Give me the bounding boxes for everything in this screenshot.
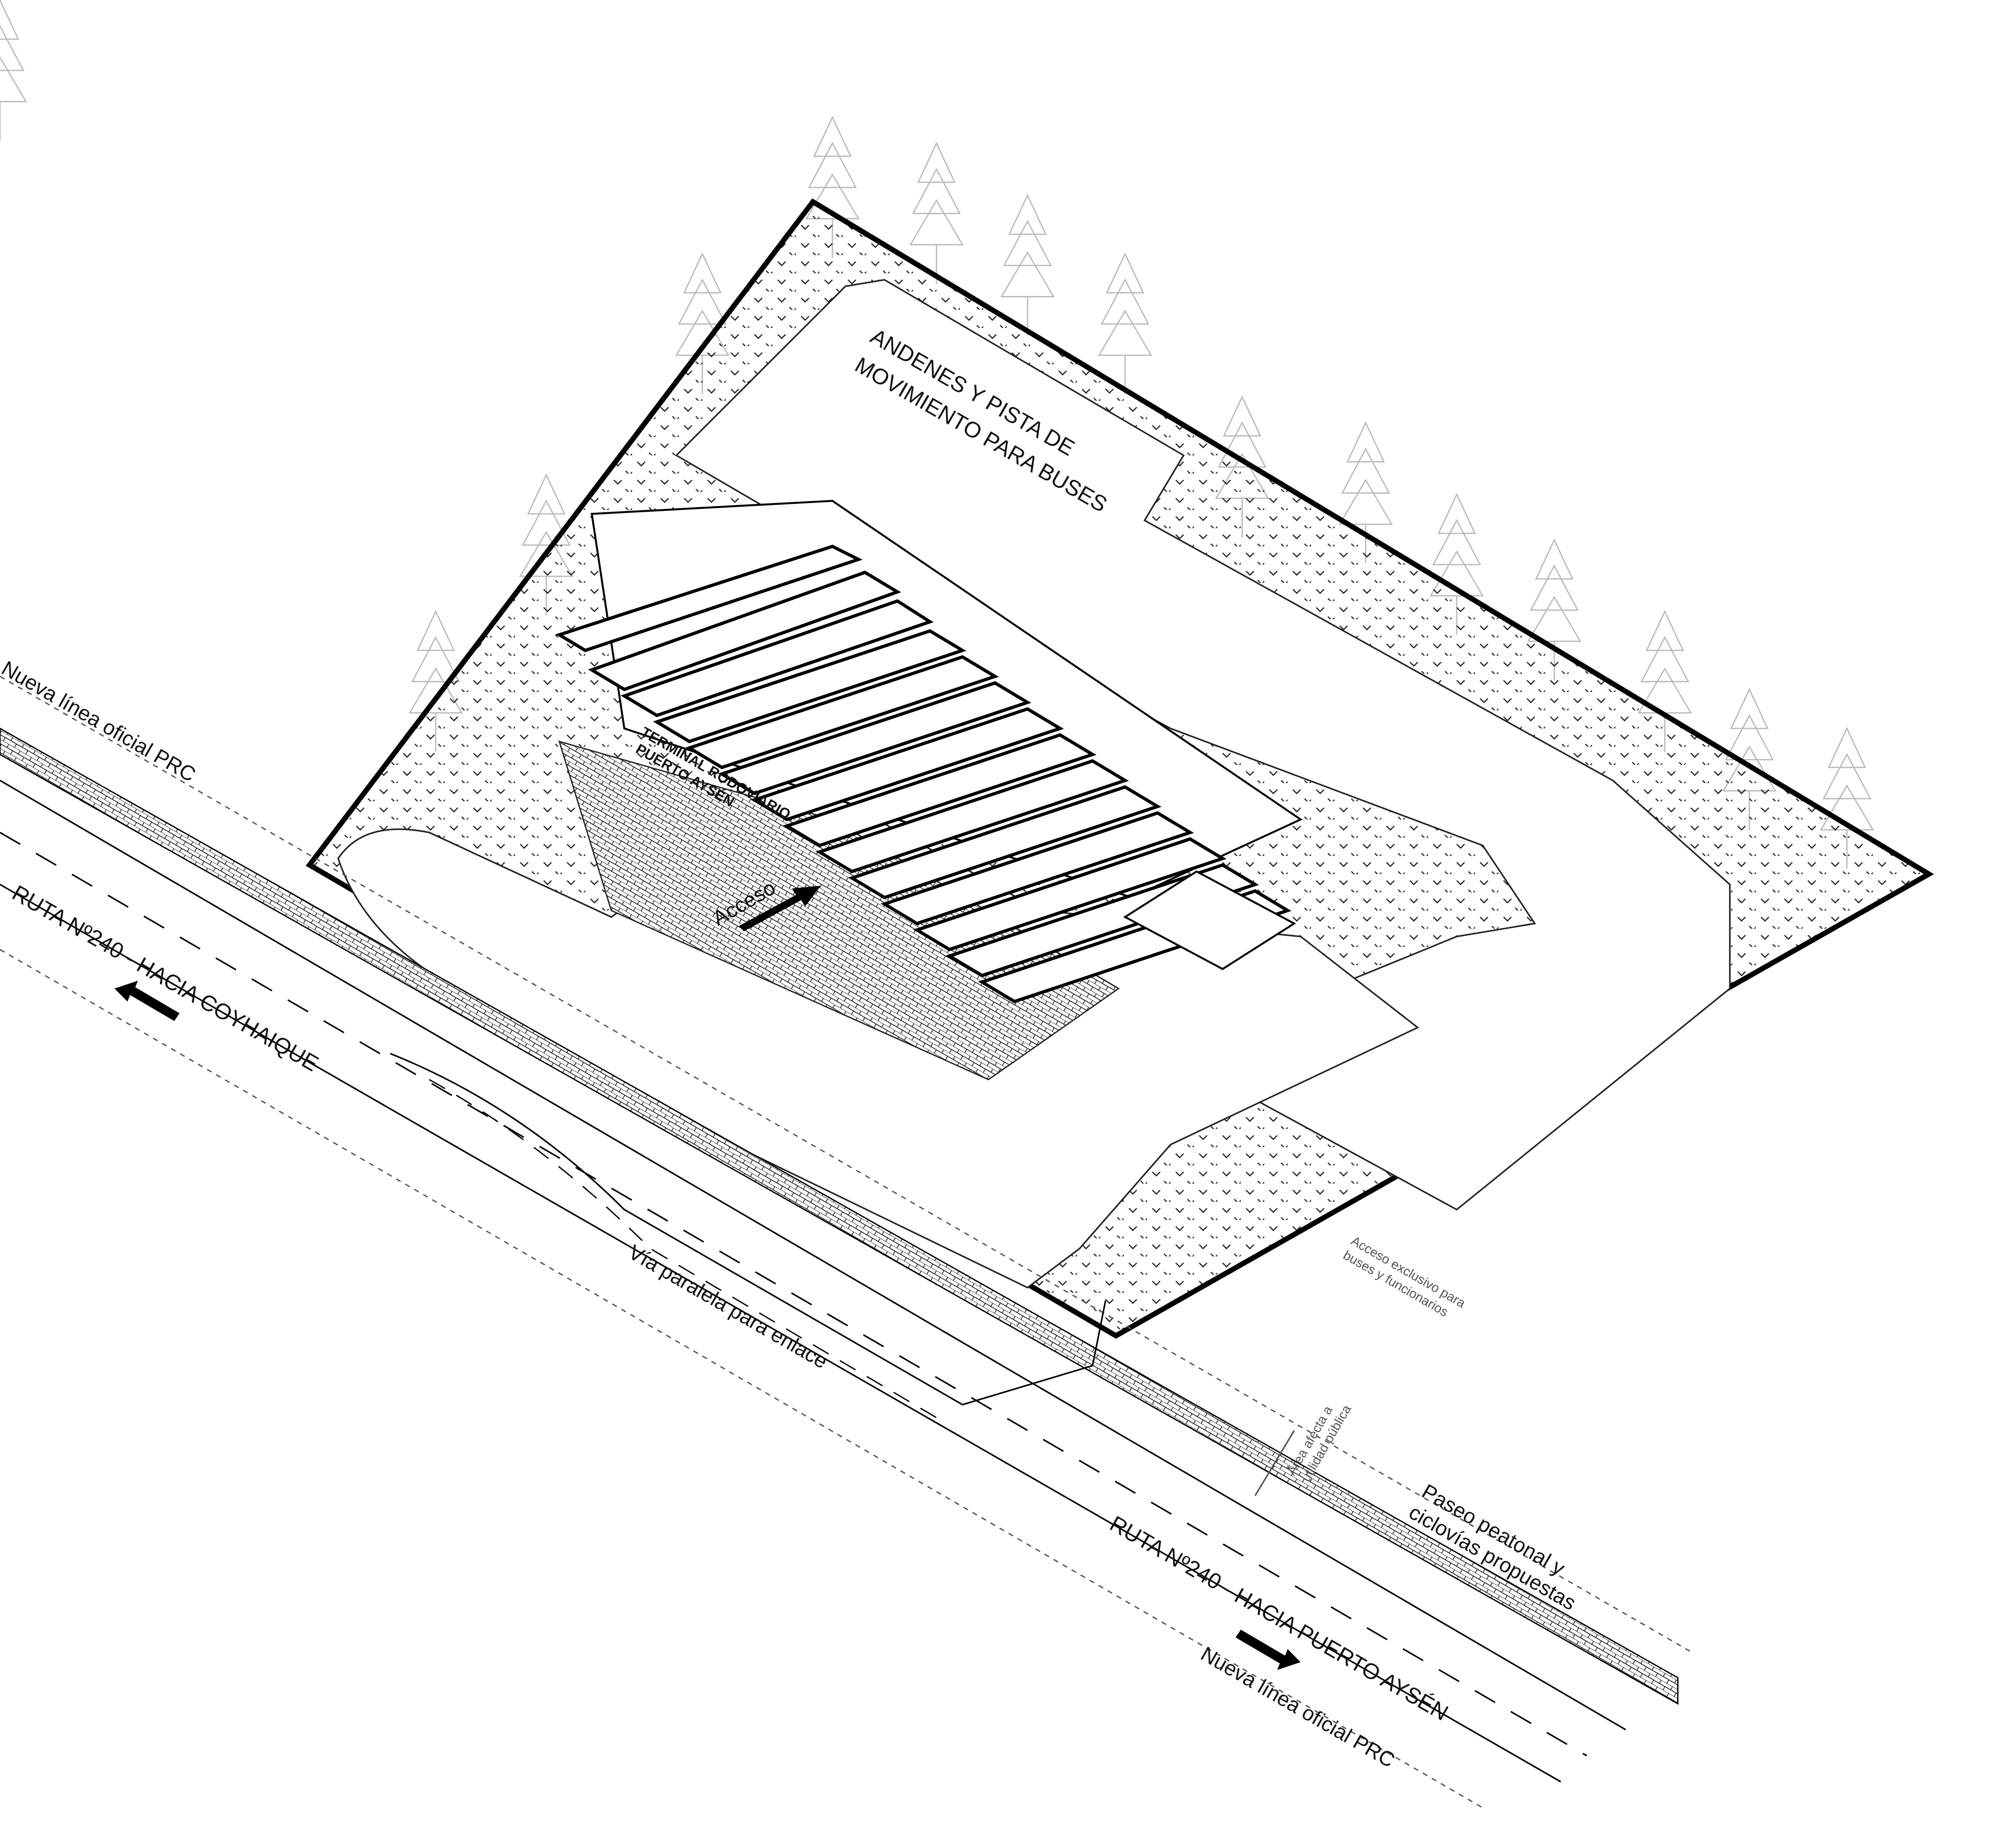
terminal-building (555, 500, 1303, 1004)
arrow-to-puerto-aysen-icon (1235, 1629, 1301, 1670)
annex-block (1123, 870, 1296, 970)
arrow-to-coyhaique-icon (114, 981, 180, 1021)
roof-canopies (555, 544, 1292, 1004)
bus-yard (675, 279, 1731, 1211)
route-240 (0, 675, 1691, 1809)
public-area-dimension (1254, 1430, 1295, 1497)
access-arrow-icon (739, 886, 821, 932)
parking-area (337, 779, 1419, 1289)
parallel-road-label: Vía paralela para enlace (625, 1240, 832, 1373)
